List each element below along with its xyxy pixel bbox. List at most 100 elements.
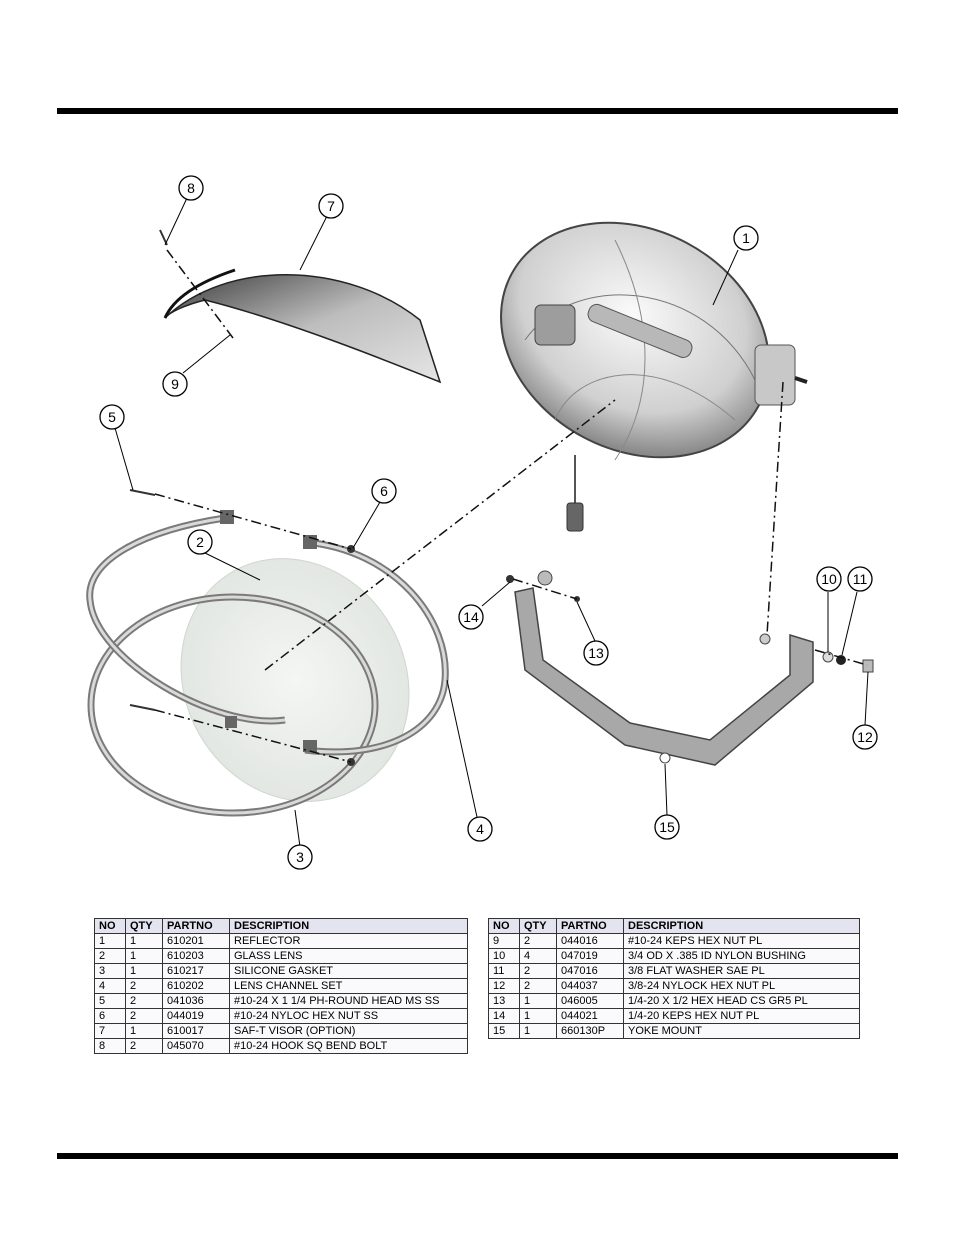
cell-no: 7 [94, 1023, 126, 1039]
cell-no: 10 [488, 948, 520, 964]
cell-no: 2 [94, 948, 126, 964]
cell-description: GLASS LENS [229, 948, 468, 964]
col-qty: QTY [519, 918, 557, 934]
cell-qty: 2 [519, 933, 557, 949]
cell-no: 11 [488, 963, 520, 979]
cell-partno: 610202 [162, 978, 230, 994]
cell-description: #10-24 X 1 1/4 PH-ROUND HEAD MS SS [229, 993, 468, 1009]
col-partno: PARTNO [162, 918, 230, 934]
svg-text:7: 7 [327, 198, 335, 214]
cell-description: SAF-T VISOR (OPTION) [229, 1023, 468, 1039]
cell-qty: 2 [519, 978, 557, 994]
hardware-parts [129, 229, 874, 766]
cell-no: 8 [94, 1038, 126, 1054]
callout-15: 15 [654, 814, 680, 840]
callout-3: 3 [287, 844, 313, 870]
glass-lens-part [180, 558, 410, 802]
cell-no: 6 [94, 1008, 126, 1024]
cell-partno: 610017 [162, 1023, 230, 1039]
cell-description: REFLECTOR [229, 933, 468, 949]
cell-partno: 046005 [556, 993, 624, 1009]
callout-1: 1 [733, 225, 759, 251]
cell-description: #10-24 KEPS HEX NUT PL [623, 933, 860, 949]
cell-qty: 2 [125, 1038, 163, 1054]
callout-10: 10 [816, 566, 842, 592]
cell-qty: 2 [125, 978, 163, 994]
cell-no: 1 [94, 933, 126, 949]
cell-partno: 610217 [162, 963, 230, 979]
yoke-mount-part [514, 570, 814, 766]
cell-qty: 2 [125, 1008, 163, 1024]
reflector-part [500, 221, 808, 532]
svg-text:4: 4 [476, 821, 484, 837]
cell-description: #10-24 HOOK SQ BEND BOLT [229, 1038, 468, 1054]
svg-text:6: 6 [380, 483, 388, 499]
callout-9: 9 [162, 371, 188, 397]
svg-text:8: 8 [187, 180, 195, 196]
exploded-parts-diagram: 1 2 3 4 5 6 7 8 9 10 11 12 [86, 175, 878, 870]
cell-no: 14 [488, 1008, 520, 1024]
svg-text:13: 13 [588, 645, 604, 661]
cell-qty: 1 [125, 1023, 163, 1039]
cell-description: YOKE MOUNT [623, 1023, 860, 1039]
svg-text:15: 15 [659, 819, 675, 835]
callout-4: 4 [467, 816, 493, 842]
cell-description: LENS CHANNEL SET [229, 978, 468, 994]
cell-no: 15 [488, 1023, 520, 1039]
callout-8: 8 [178, 175, 204, 201]
cell-partno: 041036 [162, 993, 230, 1009]
svg-text:5: 5 [108, 409, 116, 425]
cell-qty: 1 [125, 948, 163, 964]
assembly-lines [154, 249, 868, 763]
cell-partno: 044019 [162, 1008, 230, 1024]
cell-description: #10-24 NYLOC HEX NUT SS [229, 1008, 468, 1024]
callout-14: 14 [458, 604, 484, 630]
cell-no: 12 [488, 978, 520, 994]
cell-qty: 1 [519, 993, 557, 1009]
table-header-row: NO QTY PARTNO DESCRIPTION [488, 918, 860, 934]
cell-partno: 660130P [556, 1023, 624, 1039]
svg-text:12: 12 [857, 729, 873, 745]
cell-partno: 045070 [162, 1038, 230, 1054]
cell-partno: 044016 [556, 933, 624, 949]
cell-description: 3/4 OD X .385 ID NYLON BUSHING [623, 948, 860, 964]
cell-description: 1/4-20 KEPS HEX NUT PL [623, 1008, 860, 1024]
callout-12: 12 [852, 724, 878, 750]
cell-partno: 610203 [162, 948, 230, 964]
callout-2: 2 [187, 529, 213, 555]
callout-13: 13 [583, 640, 609, 666]
col-description: DESCRIPTION [623, 918, 860, 934]
cell-qty: 1 [519, 1023, 557, 1039]
cell-partno: 044037 [556, 978, 624, 994]
cell-partno: 047019 [556, 948, 624, 964]
visor-part [163, 268, 442, 384]
col-no: NO [488, 918, 520, 934]
col-partno: PARTNO [556, 918, 624, 934]
svg-text:1: 1 [742, 230, 750, 246]
callout-6: 6 [371, 478, 397, 504]
cell-description: 3/8 FLAT WASHER SAE PL [623, 963, 860, 979]
cell-partno: 044021 [556, 1008, 624, 1024]
svg-text:10: 10 [821, 571, 837, 587]
cell-description: SILICONE GASKET [229, 963, 468, 979]
cell-partno: 610201 [162, 933, 230, 949]
cell-qty: 2 [519, 963, 557, 979]
svg-text:11: 11 [853, 571, 868, 587]
bottom-rule [57, 1153, 898, 1159]
svg-text:3: 3 [296, 849, 304, 865]
cell-qty: 4 [519, 948, 557, 964]
callout-5: 5 [99, 404, 125, 430]
leader-lines [114, 197, 869, 848]
col-no: NO [94, 918, 126, 934]
